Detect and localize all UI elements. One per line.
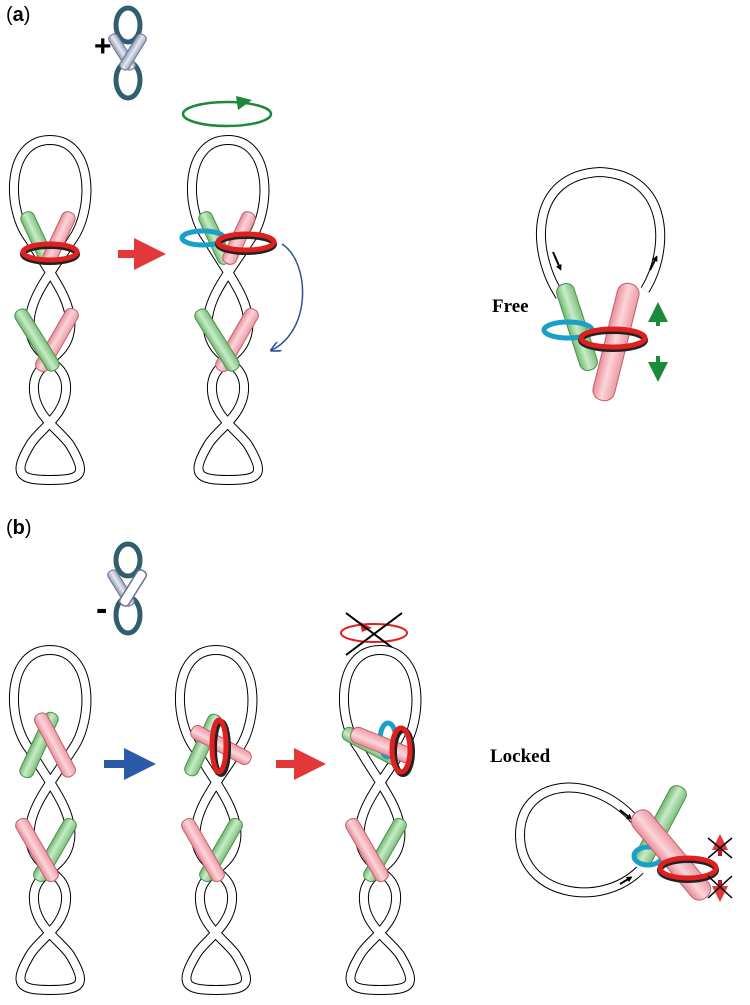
- red-ring-a1: [20, 241, 80, 265]
- locked-state-label: Locked: [490, 746, 551, 767]
- panel-b-label-close: ): [24, 517, 32, 539]
- positive-supercoil-icon: [108, 5, 147, 101]
- panel-a-label-close: ): [23, 4, 31, 26]
- red-ring-a2: [215, 231, 277, 255]
- blocked-arrow-up: [707, 834, 733, 859]
- negative-supercoil-icon: [107, 541, 148, 636]
- panel-b-label-open: (: [6, 517, 13, 539]
- crossing-segments-b3: [341, 720, 415, 883]
- panel-a-label: (a): [6, 4, 30, 27]
- red-ring-free: [578, 326, 648, 350]
- negative-supercoil-sign: -: [96, 590, 108, 628]
- locked-loop-schematic: [514, 782, 733, 902]
- panel-a-label-open: (: [6, 4, 13, 26]
- red-ring-b2: [209, 717, 229, 775]
- red-ring-b3: [389, 725, 413, 775]
- crossing-segments-a1-bottom: [14, 307, 79, 373]
- curved-translocation-arrow: [272, 243, 304, 350]
- panel-b-label-letter: b: [12, 517, 25, 539]
- blocked-arrow-down: [707, 875, 733, 902]
- red-ring-locked: [657, 855, 719, 881]
- panel-a-label-letter: a: [12, 4, 24, 26]
- positive-supercoil-sign: +: [94, 30, 112, 63]
- free-state-label: Free: [492, 296, 529, 317]
- rotation-direction-ring: [181, 96, 273, 128]
- crossing-segments-a2-bottom: [194, 307, 259, 373]
- panel-b-label: (b): [6, 517, 32, 540]
- free-loop-schematic: [535, 166, 668, 402]
- crossing-segments-b2: [181, 713, 252, 883]
- crossing-segments-b1: [15, 711, 77, 883]
